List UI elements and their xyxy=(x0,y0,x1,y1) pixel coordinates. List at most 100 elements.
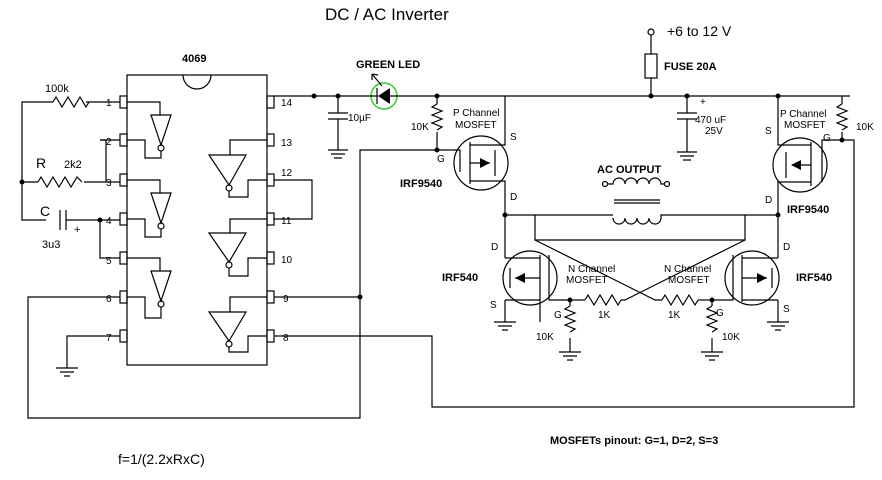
mosfet-body xyxy=(502,250,558,306)
pin-s: S xyxy=(490,300,497,311)
pin-1: 1 xyxy=(106,98,112,109)
inverter-gate xyxy=(207,296,267,353)
resistor-10k xyxy=(835,103,849,131)
junction-dot xyxy=(19,179,25,185)
pin-g: G xyxy=(716,308,724,319)
pin-5: 5 xyxy=(106,256,112,267)
ground-symbol xyxy=(767,300,789,331)
pmos-type: P Channel xyxy=(780,109,827,120)
resistor-r-value: 2k2 xyxy=(64,159,82,171)
pin-2: 2 xyxy=(106,137,112,148)
transformer-core xyxy=(614,199,660,204)
ic-4069: 4069 1 2 3 4 5 6 7 8 9 10 11 12 13 14 xyxy=(106,53,293,366)
supply-label: +6 to 12 V xyxy=(667,23,732,39)
pin-10: 10 xyxy=(281,255,293,266)
transformer-ac-output: AC OUTPUT xyxy=(502,164,781,241)
capacitor-10uf: 10µF xyxy=(328,96,371,159)
capacitor-c-value: 3u3 xyxy=(42,239,60,251)
pin-3: 3 xyxy=(106,178,112,189)
resistor-10k xyxy=(563,305,577,333)
pmos-sub: MOSFET xyxy=(455,120,497,131)
nmos-right-type: N Channel xyxy=(664,264,711,275)
ic-notch xyxy=(182,74,212,90)
pin-g: G xyxy=(437,154,445,165)
pmos-part: IRF9540 xyxy=(400,178,442,190)
pmos-type: P Channel xyxy=(453,108,500,119)
pin-6: 6 xyxy=(106,294,112,305)
pin-s: S xyxy=(765,126,772,137)
nmos-part: IRF540 xyxy=(796,272,832,284)
ground-symbol xyxy=(494,300,516,331)
supply-terminal xyxy=(647,28,655,36)
resistor-1k-label: 1K xyxy=(598,310,611,321)
ground-symbol xyxy=(559,351,581,361)
diagram-title: DC / AC Inverter xyxy=(325,5,449,24)
power-supply: +6 to 12 V FUSE 20A xyxy=(274,23,850,99)
cap-470uf-label: 470 uF xyxy=(695,115,726,126)
frequency-formula: f=1/(2.2xRxC) xyxy=(118,451,205,467)
inverter-gate xyxy=(207,218,267,277)
pin-13: 13 xyxy=(281,138,293,149)
mosfet-body xyxy=(772,137,828,193)
mosfet-body xyxy=(724,250,780,306)
cap-470uf-plus: + xyxy=(700,97,706,108)
resistor-10k-label: 10K xyxy=(722,332,740,343)
pin-7: 7 xyxy=(106,333,112,344)
cap-470uf-voltage: 25V xyxy=(705,126,723,137)
inverter-gate xyxy=(207,139,267,198)
capacitor-470uf: + 470 uF 25V xyxy=(677,93,726,161)
pin-g: G xyxy=(823,133,831,144)
pin-d: D xyxy=(783,242,790,253)
junction-dot xyxy=(311,93,317,99)
ground-symbol xyxy=(56,367,78,377)
pmos-sub: MOSFET xyxy=(784,120,826,131)
resistor-10k-label: 10K xyxy=(856,122,874,133)
output-terminal xyxy=(601,180,609,188)
ic-body xyxy=(126,74,268,366)
nmos-right-irf540: D S G IRF540 1K 10K xyxy=(534,215,832,361)
resistor-10k xyxy=(430,103,444,131)
nmos-left-sub: MOSFET xyxy=(566,275,608,286)
resistor-1k xyxy=(661,293,699,307)
resistor-r-2k2 xyxy=(37,175,83,189)
nmos-part: IRF540 xyxy=(442,272,478,284)
junction-dot xyxy=(357,294,363,300)
junction-dot xyxy=(648,93,654,99)
pin-d: D xyxy=(491,242,498,253)
output-terminal xyxy=(663,180,671,188)
resistor-10k-label: 10K xyxy=(536,332,554,343)
pin-s: S xyxy=(783,304,790,315)
cap-10uf-label: 10µF xyxy=(348,113,371,124)
mosfet-body xyxy=(453,135,509,191)
resistor-1k-label: 1K xyxy=(668,310,681,321)
capacitor-c-3u3 xyxy=(59,210,67,230)
resistor-1k xyxy=(584,293,622,307)
pin-9: 9 xyxy=(283,294,289,305)
capacitor-c-symbol: C xyxy=(40,203,50,219)
resistor-100k xyxy=(52,95,90,109)
fuse xyxy=(644,53,658,79)
pmos-left-irf9540: 10K P Channel MOSFET G S D IRF9540 xyxy=(400,93,517,215)
resistor-10k-label: 10K xyxy=(411,122,429,133)
pmos-part: IRF9540 xyxy=(787,204,829,216)
capacitor-c-plus: + xyxy=(74,224,80,236)
led-label: GREEN LED xyxy=(356,59,420,71)
pin-14: 14 xyxy=(281,98,293,109)
secondary-coil xyxy=(608,177,665,185)
ground-symbol xyxy=(328,149,348,159)
pmos-right-irf9540: 10K P Channel MOSFET G S D IRF9540 xyxy=(765,93,874,216)
inverter-gate xyxy=(127,179,172,238)
fuse-label: FUSE 20A xyxy=(664,61,717,73)
resistor-r-symbol: R xyxy=(36,155,46,171)
pin-s: S xyxy=(510,132,517,143)
ac-output-label: AC OUTPUT xyxy=(597,164,661,176)
pin-11: 11 xyxy=(281,216,292,227)
primary-coil xyxy=(612,217,662,225)
nmos-right-sub: MOSFET xyxy=(668,275,710,286)
led-diode xyxy=(378,88,390,104)
pin-g: G xyxy=(554,310,562,321)
pin-8: 8 xyxy=(283,333,289,344)
junction-dot xyxy=(97,217,103,223)
inverter-gate xyxy=(127,101,172,159)
